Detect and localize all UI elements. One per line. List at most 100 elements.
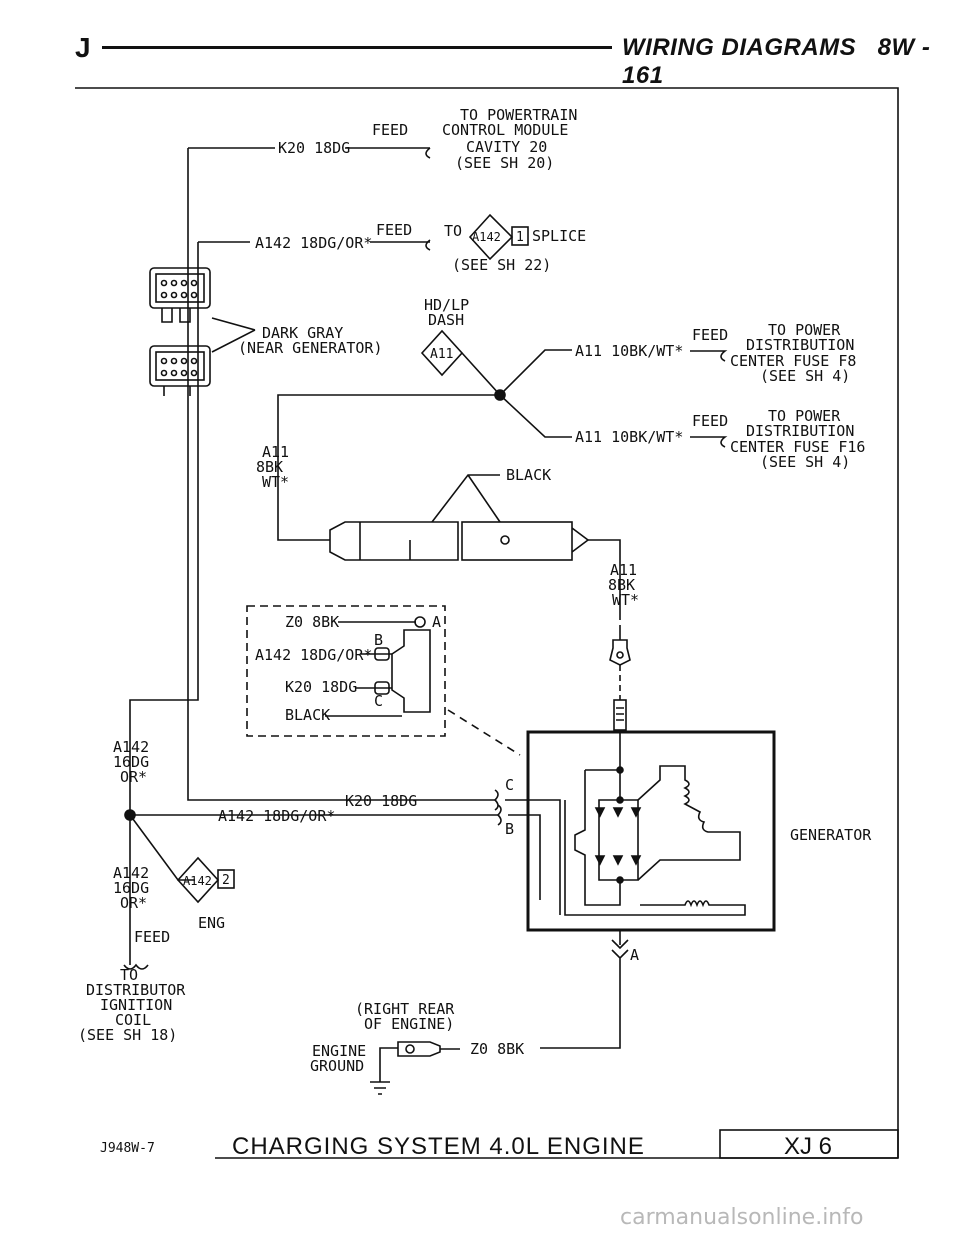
a142-wire-label-bottom: A142 18DG/OR* — [218, 807, 335, 825]
to-pcm-line-2: CONTROL MODULE — [442, 121, 568, 139]
feed-f8-squiggle — [690, 350, 728, 362]
eng-label: ENG — [198, 914, 225, 932]
a11-wire-f8-label: A11 10BK/WT* — [575, 342, 683, 360]
to-fuse-f16-line-3: CENTER FUSE F16 — [730, 438, 865, 456]
generator-c-b-wires — [494, 789, 561, 915]
to-label-splice: TO — [444, 222, 462, 240]
to-fuse-f16-line-1: TO POWER — [768, 407, 841, 425]
feed-f16-squiggle — [690, 436, 728, 448]
term-b-label: B — [505, 820, 514, 838]
k20-wire-top — [187, 147, 495, 801]
conn-k20-label: K20 18DG — [285, 678, 357, 696]
see-sh22: (SEE SH 22) — [452, 256, 551, 274]
to-fuse-f8-line-1: TO POWER — [768, 321, 841, 339]
conn-a142-label: A142 18DG/OR* — [255, 646, 372, 664]
connector-pins-icon — [325, 616, 431, 717]
engine-ground-icon — [370, 1041, 460, 1095]
right-rear-line-1: (RIGHT REAR — [355, 1000, 455, 1018]
to-distributor-line-2: DISTRIBUTOR — [86, 981, 186, 999]
diagram-frame — [75, 87, 899, 1158]
conn-black-label: BLACK — [285, 706, 330, 724]
right-rear-line-2: OF ENGINE) — [364, 1015, 454, 1033]
k20-wire-label-bottom: K20 18DG — [345, 792, 417, 810]
near-generator-label: (NEAR GENERATOR) — [238, 339, 383, 357]
footer-page-id: XJ 6 — [784, 1133, 832, 1160]
to-distributor-line-1: TO — [120, 966, 138, 984]
to-distributor-line-5: (SEE SH 18) — [78, 1026, 177, 1044]
a11-splice-wires — [277, 349, 572, 541]
connector-view-box — [246, 605, 446, 737]
footer-title: CHARGING SYSTEM 4.0L ENGINE — [232, 1133, 645, 1160]
k20-wire-label-top: K20 18DG — [278, 139, 350, 157]
ground-label: GROUND — [310, 1057, 364, 1075]
conn-z0-label: Z0 8BK — [285, 613, 339, 631]
footer-page-box — [719, 1129, 899, 1159]
splice-a142-label: A142 — [472, 230, 501, 244]
splice-1-label: 1 — [516, 230, 524, 245]
feed-label-f8: FEED — [692, 326, 728, 344]
to-fuse-f8-line-2: DISTRIBUTION — [746, 336, 854, 354]
a142-16dg-top-line-3: OR* — [120, 768, 147, 786]
engine-label: ENGINE — [312, 1042, 366, 1060]
feed-label-pcm: FEED — [372, 121, 408, 139]
feed-bottom-label: FEED — [134, 928, 170, 946]
black-leader — [431, 474, 501, 523]
connector-dark-gray-lower-icon — [149, 345, 211, 396]
conn-pin-a: A — [432, 613, 441, 631]
black-label: BLACK — [506, 466, 551, 484]
a11-right-line-2: 8BK — [608, 576, 635, 594]
k20-feed-squiggle — [425, 147, 431, 159]
header-rule — [102, 46, 612, 49]
a142-16dg-bottom-line-3: OR* — [120, 894, 147, 912]
to-distributor-line-3: IGNITION — [100, 996, 172, 1014]
a11-right-line-1: A11 — [610, 561, 637, 579]
a11-left-line-3: WT* — [262, 473, 289, 491]
splice-label: SPLICE — [532, 227, 586, 245]
watermark: carmanualsonline.info — [620, 1205, 864, 1230]
page-header-title: WIRING DIAGRAMS 8W - 161 — [622, 34, 960, 90]
generator-label: GENERATOR — [790, 826, 872, 844]
a11-diamond-label: A11 — [430, 347, 453, 362]
leader-to-generator — [447, 709, 521, 756]
to-fuse-f16-line-4: (SEE SH 4) — [760, 453, 850, 471]
a142-16dg-bottom-line-1: A142 — [113, 864, 149, 882]
ground-wire — [540, 930, 629, 1049]
footer-code: J948W-7 — [100, 1141, 155, 1156]
splice-2-box — [217, 869, 235, 889]
to-fuse-f16-line-2: DISTRIBUTION — [746, 422, 854, 440]
generator-box — [526, 730, 776, 932]
conn-pin-c: C — [374, 692, 383, 710]
section-letter: J — [75, 32, 91, 63]
a142-16dg-top-line-2: 16DG — [113, 753, 149, 771]
connector-dark-gray-upper-icon — [149, 267, 211, 323]
to-fuse-f8-line-3: CENTER FUSE F8 — [730, 352, 856, 370]
a11-right-line-3: WT* — [612, 591, 639, 609]
inline-connector-icon — [329, 521, 621, 620]
a11-left-line-1: A11 — [262, 443, 289, 461]
feed-label-splice: FEED — [376, 221, 412, 239]
hd-lp-label: HD/LP — [424, 296, 469, 314]
to-distributor-line-4: COIL — [115, 1011, 151, 1029]
generator-internals-icon — [564, 730, 746, 916]
splice2-num-label: 2 — [222, 873, 230, 888]
ring-terminal-icon — [609, 625, 631, 731]
a11-wire-f16-label: A11 10BK/WT* — [575, 428, 683, 446]
feed-label-f16: FEED — [692, 412, 728, 430]
z0-bottom-label: Z0 8BK — [470, 1040, 524, 1058]
conn-pin-b: B — [374, 631, 383, 649]
dark-gray-leader — [211, 317, 256, 353]
term-a-label: A — [630, 946, 639, 964]
splice-1-box — [511, 226, 529, 246]
a142-feed-squiggle — [425, 239, 431, 251]
header-title: WIRING DIAGRAMS — [622, 34, 857, 61]
term-c-label: C — [505, 776, 514, 794]
feed-bottom-squiggle — [123, 963, 149, 970]
splice2-a142-label: A142 — [183, 874, 212, 888]
dark-gray-label: DARK GRAY — [262, 324, 343, 342]
to-pcm-line-4: (SEE SH 20) — [455, 154, 554, 172]
dash-label: DASH — [428, 311, 464, 329]
a142-16dg-bottom-line-2: 16DG — [113, 879, 149, 897]
a142-wire-top — [129, 241, 498, 816]
header-page-number: 8W - 161 — [622, 34, 931, 89]
